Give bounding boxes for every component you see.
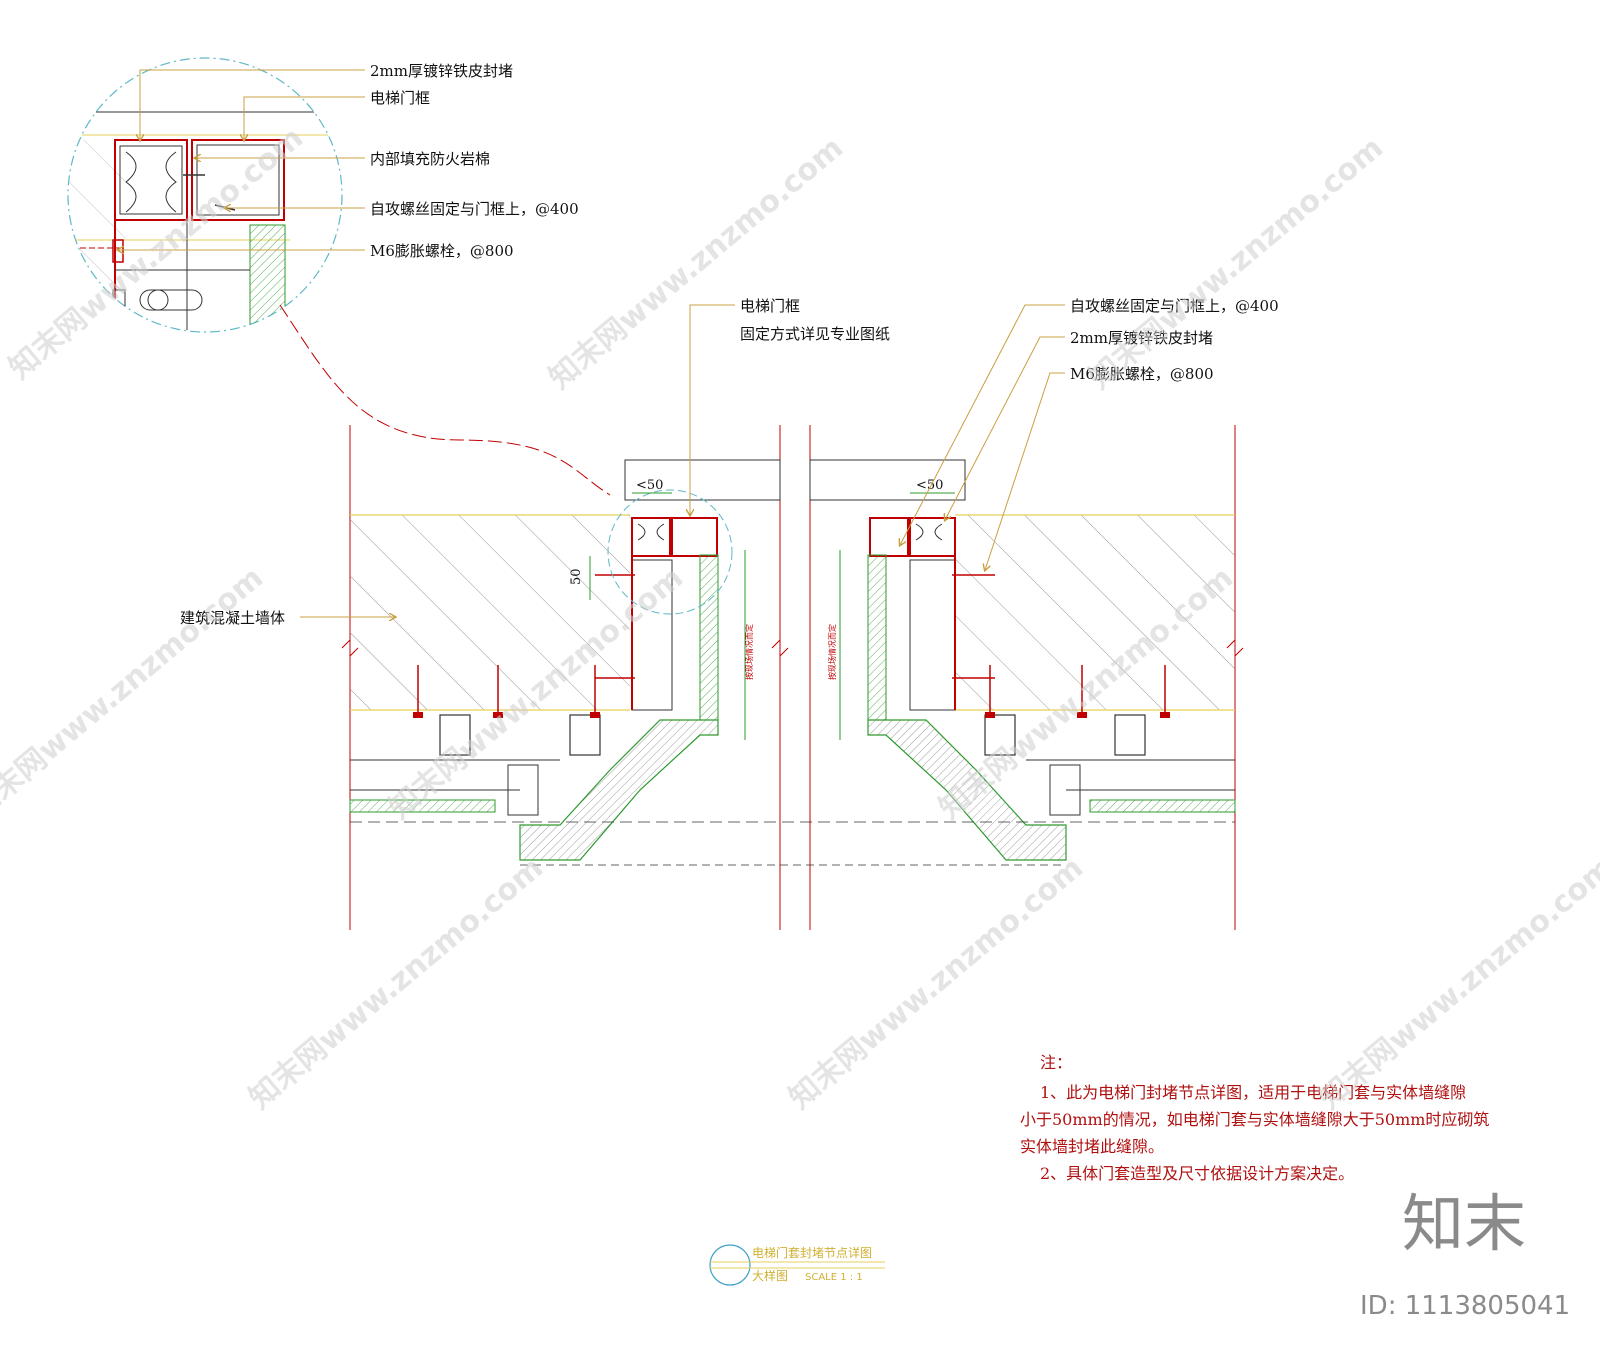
watermark-9: 知末网www.znzmo.com <box>1313 850 1600 1116</box>
dimension-left-vertical: 按现场情况而定 <box>744 624 754 680</box>
drawing-title: 电梯门套封堵节点详图 <box>752 1245 872 1260</box>
dimension-right-gap: <50 <box>916 478 943 493</box>
callout-right-bolt: M6膨胀螺栓，@800 <box>1070 365 1214 383</box>
callout-concrete-wall: 建筑混凝土墙体 <box>180 609 285 627</box>
watermark-8: 知末网www.znzmo.com <box>783 850 1090 1116</box>
watermark-2: 知末网www.znzmo.com <box>543 130 850 396</box>
drawing-scale: SCALE 1 : 1 <box>805 1272 863 1283</box>
callout-galvanized-sheet: 2mm厚镀锌铁皮封堵 <box>370 62 513 80</box>
detail-enlargement: 2mm厚镀锌铁皮封堵 电梯门框 内部填充防火岩棉 自攻螺丝固定与门框上，@400… <box>67 57 611 496</box>
title-block: 电梯门套封堵节点详图 大样图 SCALE 1 : 1 <box>709 1244 885 1286</box>
callout-self-tapping-screw: 自攻螺丝固定与门框上，@400 <box>370 200 579 218</box>
brand-logo-text: 知末 <box>1402 1187 1526 1260</box>
callout-fire-rock-wool: 内部填充防火岩棉 <box>370 150 490 168</box>
watermark-7: 知末网www.znzmo.com <box>243 850 550 1116</box>
notes-line-1: 1、此为电梯门封堵节点详图，适用于电梯门套与实体墙缝隙 <box>1040 1083 1466 1102</box>
callout-m6-bolt: M6膨胀螺栓，@800 <box>370 242 514 260</box>
dimension-right-vertical: 按现场情况而定 <box>827 624 837 680</box>
notes-line-4: 2、具体门套造型及尺寸依据设计方案决定。 <box>1040 1164 1354 1183</box>
concrete-wall-left <box>350 515 630 710</box>
callout-right-screw: 自攻螺丝固定与门框上，@400 <box>1070 297 1279 315</box>
dimension-left-depth: 50 <box>569 568 584 585</box>
callout-main-elevator-frame: 电梯门框 <box>740 297 800 315</box>
notes-line-3: 实体墙封堵此缝隙。 <box>1020 1137 1164 1156</box>
watermark-3: 知末网www.znzmo.com <box>1083 130 1390 396</box>
main-section: <50 <50 50 按现场情况而定 按现场情况而定 电梯门框 固定方式详见专业… <box>180 297 1279 930</box>
callout-elevator-frame: 电梯门框 <box>370 89 430 107</box>
notes-title: 注： <box>1040 1053 1072 1072</box>
watermark-4: 知末网www.znzmo.com <box>0 560 270 826</box>
image-id: ID: 1113805041 <box>1360 1291 1570 1321</box>
notes-block: 注： 1、此为电梯门封堵节点详图，适用于电梯门套与实体墙缝隙 小于50mm的情况… <box>1020 1053 1489 1183</box>
dimension-left-gap: <50 <box>636 478 663 493</box>
notes-line-2: 小于50mm的情况，如电梯门套与实体墙缝隙大于50mm时应砌筑 <box>1020 1110 1489 1129</box>
drawing-subtitle: 大样图 <box>752 1268 788 1283</box>
callout-right-sheet: 2mm厚镀锌铁皮封堵 <box>1070 329 1213 347</box>
callout-main-frame-fixing: 固定方式详见专业图纸 <box>740 325 890 343</box>
concrete-wall-right <box>955 515 1235 710</box>
